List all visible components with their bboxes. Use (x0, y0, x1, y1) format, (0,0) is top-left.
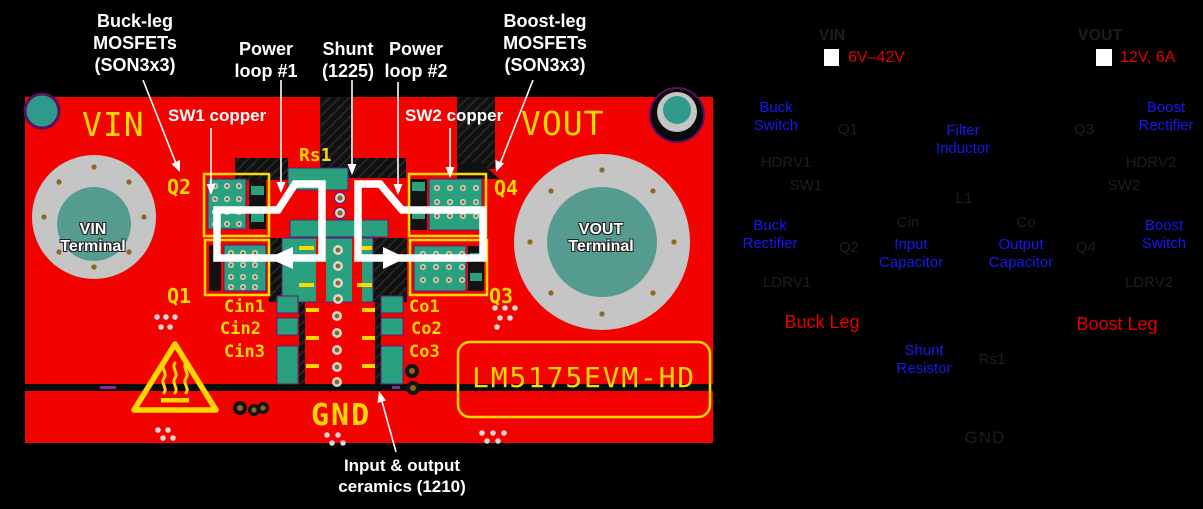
q4-mosfet (407, 172, 488, 238)
schematic-vout-net: VOUT (1077, 27, 1123, 44)
label-output-capacitor: Output Capacitor (988, 236, 1054, 271)
pin-hdrv2: HDRV2 (1125, 154, 1177, 171)
silk-cin2: Cin2 (220, 319, 261, 339)
silk-rs1: Rs1 (299, 145, 332, 166)
silk-cin1: Cin1 (224, 297, 265, 317)
refdes-l1: L1 (955, 190, 973, 207)
silk-q2: Q2 (167, 175, 192, 199)
power-loop-1-graphic (213, 180, 326, 269)
gnd-split-line (25, 384, 713, 391)
label-boost-switch: Boost Switch (1141, 217, 1187, 252)
pin-hdrv1: HDRV1 (760, 154, 812, 171)
label-filter-inductor: Filter Inductor (935, 122, 991, 157)
vin-spec: 6V–42V (848, 49, 905, 66)
silk-gnd: GND (311, 398, 372, 433)
vin-terminal-label: VIN Terminal (60, 221, 126, 255)
callout-power-loop-2: Power loop #2 (384, 39, 448, 81)
callout-power-loop-1: Power loop #1 (234, 39, 298, 81)
pin-sw1: SW1 (789, 177, 823, 194)
vout-terminal-label: VOUT Terminal (568, 221, 634, 255)
pin-sw2: SW2 (1107, 177, 1141, 194)
silk-vout: VOUT (521, 104, 605, 143)
refdes-co: Co (1016, 214, 1036, 231)
label-buck-leg: Buck Leg (784, 312, 860, 332)
pin-ldrv1: LDRV1 (762, 274, 812, 291)
part-number-box (456, 340, 712, 419)
callout-boost-leg-mosfets: Boost-leg MOSFETs (SON3x3) (503, 11, 587, 75)
center-copper (281, 237, 374, 304)
vin-connector-square (824, 49, 839, 66)
silk-part-number: LM5175EVM-HD (472, 361, 696, 394)
callout-input-output-ceramics: Input & output ceramics (1210) (338, 456, 466, 496)
silk-vin: VIN (82, 105, 145, 144)
callout-sw1-copper: SW1 copper (168, 106, 267, 125)
silk-q1: Q1 (167, 284, 192, 308)
vout-terminal-pad (514, 154, 690, 330)
silk-q4: Q4 (494, 176, 519, 200)
q3-mosfet (408, 238, 489, 297)
power-loop-2-graphic (354, 180, 487, 269)
refdes-cin: Cin (896, 214, 920, 231)
hot-surface-warning-icon (131, 341, 219, 413)
label-shunt-resistor: Shunt Resistor (896, 342, 952, 377)
refdes-q3: Q3 (1073, 121, 1095, 138)
refdes-q1: Q1 (837, 121, 859, 138)
callout-buck-leg-mosfets: Buck-leg MOSFETs (SON3x3) (93, 11, 177, 75)
vout-connector-square (1096, 49, 1112, 66)
refdes-q4: Q4 (1075, 239, 1097, 256)
label-boost-rectifier: Boost Rectifier (1138, 99, 1194, 134)
silk-co3: Co3 (409, 342, 440, 362)
mounting-hole-top-left (23, 92, 61, 130)
refdes-rs1: Rs1 (978, 351, 1006, 368)
leader-lines (142, 79, 534, 453)
silk-q3: Q3 (489, 284, 514, 308)
label-input-capacitor: Input Capacitor (878, 236, 944, 271)
refdes-q2: Q2 (838, 239, 860, 256)
callout-shunt: Shunt (1225) (321, 39, 375, 81)
callout-sw2-copper: SW2 copper (405, 106, 504, 125)
schematic-gnd-net: GND (964, 428, 1006, 447)
silk-cin3: Cin3 (224, 342, 265, 362)
vout-spec: 12V, 6A (1120, 49, 1176, 66)
label-buck-rectifier: Buck Rectifier (742, 217, 798, 252)
silk-co1: Co1 (409, 297, 440, 317)
vin-terminal-pad (32, 155, 156, 279)
pin-ldrv2: LDRV2 (1124, 274, 1174, 291)
silk-co2: Co2 (411, 319, 442, 339)
ceramic-capacitor-pads (276, 295, 420, 395)
label-buck-switch: Buck Switch (753, 99, 799, 134)
label-boost-leg: Boost Leg (1076, 314, 1158, 334)
via-clusters (154, 305, 518, 446)
schematic-vin-net: VIN (818, 27, 846, 44)
